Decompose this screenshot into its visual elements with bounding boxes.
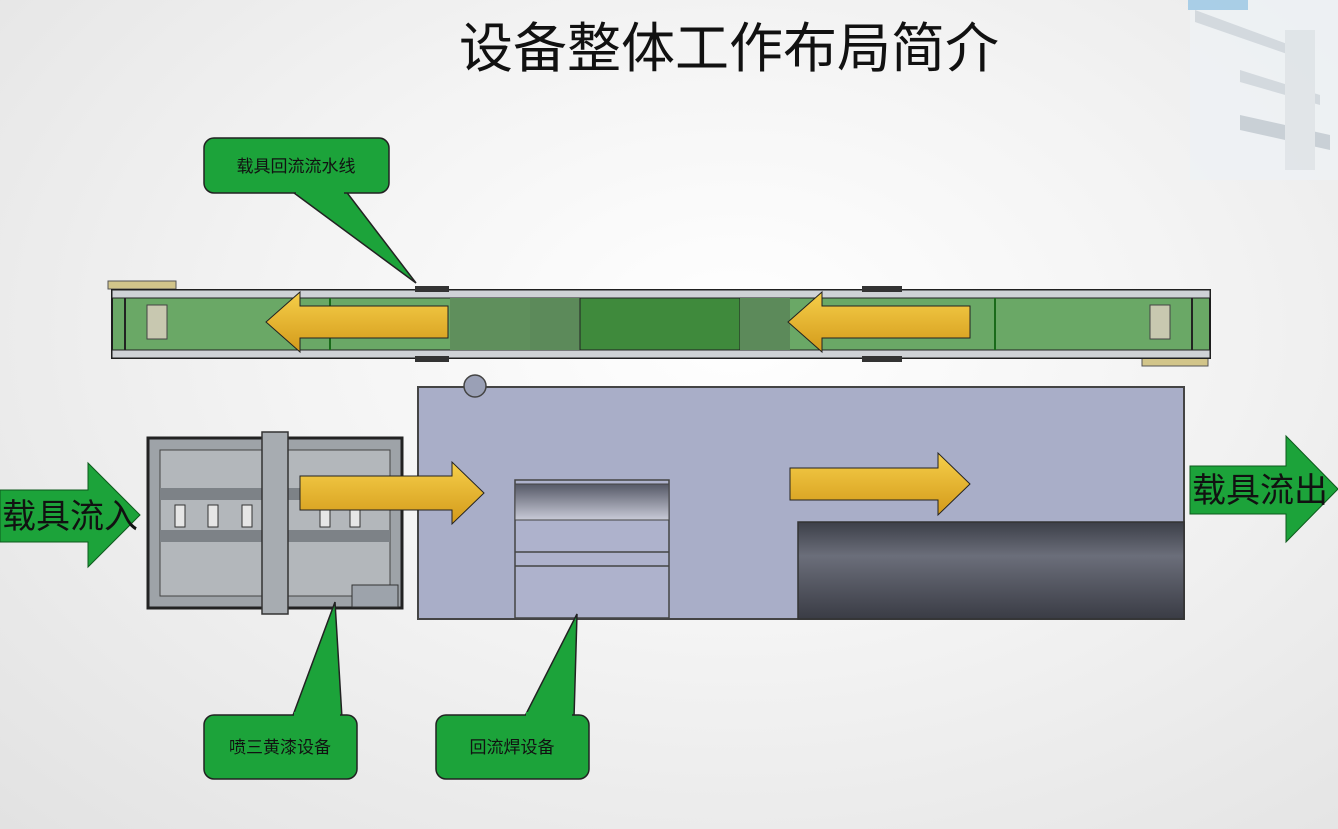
spray-machine <box>146 431 404 615</box>
carrier-in-label: 载具流入 <box>2 497 138 537</box>
carrier-out-arrow <box>1189 434 1338 544</box>
reflow-machine <box>417 374 1185 620</box>
return-flow-arrow-right <box>787 290 971 354</box>
return-flow-arrow-left <box>265 290 449 354</box>
callout-reflow-equipment-label: 回流焊设备 <box>470 738 555 758</box>
callout-return-line-label: 载具回流流水线 <box>237 157 356 177</box>
flow-arrow-into-reflow <box>299 460 485 526</box>
callout-spray-equipment: 喷三黄漆设备 <box>203 601 358 780</box>
flow-arrow-in-reflow <box>789 451 971 517</box>
decorative-staircase-image <box>1188 0 1338 180</box>
callout-spray-equipment-label: 喷三黄漆设备 <box>229 738 331 758</box>
callout-return-line: 载具回流流水线 <box>203 137 417 284</box>
carrier-in-arrow <box>0 461 141 569</box>
callout-reflow-equipment: 回流焊设备 <box>435 613 590 780</box>
carrier-out-label: 载具流出 <box>1192 471 1328 511</box>
page-title: 设备整体工作布局简介 <box>459 17 999 80</box>
